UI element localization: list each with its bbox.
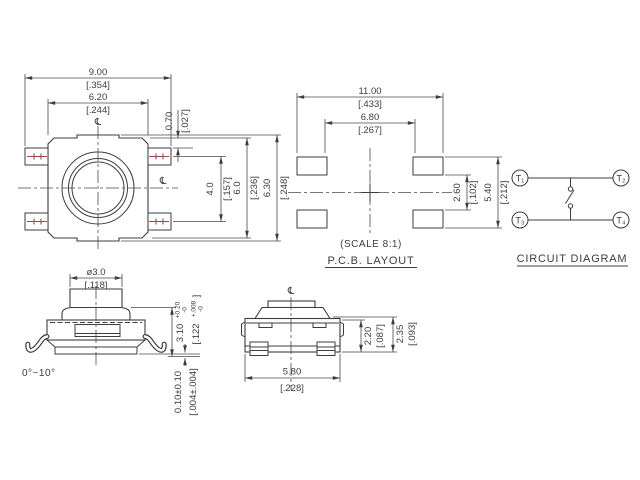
front-button-top bbox=[267, 300, 316, 309]
dim-front-width-mm: 5.80 bbox=[283, 367, 302, 378]
dim-height-in-tol-minus: -0 bbox=[198, 306, 205, 312]
dim-standoff-mm: 0.10±0.10 bbox=[173, 371, 184, 413]
dim-pad-gap-in: [.102] bbox=[468, 181, 479, 205]
dim-front-body-height-in: [.087] bbox=[375, 324, 386, 348]
cover-clip-left bbox=[241, 321, 246, 338]
lead-angle-label: 0°~10° bbox=[22, 368, 56, 379]
pcb-pad-top-right bbox=[412, 156, 444, 176]
dim-pad-span-mm: 11.00 bbox=[358, 86, 381, 97]
pcb-pad-bottom-left bbox=[296, 209, 328, 229]
dim-pad-span-in: [.433] bbox=[358, 99, 382, 110]
centerline-symbol-side: ℄ bbox=[159, 176, 167, 187]
circuit-diagram-title: CIRCUIT DIAGRAM bbox=[517, 253, 628, 265]
dim-pad-outer-mm: 5.40 bbox=[483, 183, 494, 202]
circuit-terminal-t3-label: T₃ bbox=[515, 216, 524, 226]
top-view: 9.00 [.354] 6.20 [.244] ℄ ℄ bbox=[18, 67, 290, 250]
circuit-terminal-t1-label: T₁ bbox=[516, 174, 525, 184]
dim-pad-outer-in: [.212] bbox=[499, 181, 510, 205]
dim-pad-inner-in: [.267] bbox=[358, 125, 382, 136]
circuit-diagram-view: T₁ T₂ T₃ T₄ CIRCUIT DIAGRAM bbox=[511, 169, 630, 267]
dim-height-in: [.122 bbox=[191, 323, 202, 344]
terminal-contact-marks bbox=[27, 153, 169, 225]
dim-body-height-in: [.236] bbox=[249, 176, 260, 200]
front-terminal-feet bbox=[249, 341, 336, 356]
dim-body-width-in: [.244] bbox=[86, 105, 110, 116]
cover-clip-right bbox=[339, 321, 344, 338]
pcb-pad-bottom-right bbox=[412, 209, 444, 229]
pcb-pad-top-left bbox=[296, 156, 328, 176]
circuit-terminal-t4-label: T₄ bbox=[616, 216, 625, 226]
dim-standoff-in: [.004±.004] bbox=[188, 368, 199, 415]
switch-contact-symbol bbox=[565, 178, 575, 220]
dim-overall-width-in: [.354] bbox=[86, 80, 110, 91]
dim-height-in-tol-plus: +.008 bbox=[191, 300, 198, 317]
dim-height-mm: 3.10 bbox=[175, 324, 186, 343]
front-centerline-symbol: ℄ bbox=[287, 286, 295, 297]
dim-height-in-close: ] bbox=[191, 295, 202, 298]
dim-pad-inner-mm: 6.80 bbox=[361, 112, 380, 123]
dim-front-total-height-in: [.093] bbox=[407, 322, 418, 346]
gull-wing-leads bbox=[25, 334, 167, 353]
pcb-layout-view: 11.00 [.433] 6.80 [.267] 2.60 [.102] 5.4… bbox=[288, 86, 510, 268]
front-button-cap bbox=[254, 306, 331, 319]
cover-tab-right bbox=[312, 322, 327, 328]
dim-overall-height-in: [.248] bbox=[279, 176, 290, 200]
side-view: ø3.0 [.118] ℄ 3.10 +0.20 -0 [.122 +.008 bbox=[22, 267, 205, 416]
front-view: ℄ 2.20 [.087] 2.35 [.093] bbox=[241, 286, 418, 394]
dim-front-body-height-mm: 2.20 bbox=[363, 327, 374, 346]
dim-terminal-offset-mm: 0.70 bbox=[164, 112, 175, 131]
dim-height-tol-minus: -0 bbox=[182, 307, 189, 313]
pcb-scale-note: (SCALE 8:1) bbox=[340, 239, 402, 250]
dim-front-width-in: [.228] bbox=[280, 383, 304, 394]
dim-terminal-pitch-mm: 4.0 bbox=[205, 182, 216, 195]
pcb-layout-title: P.C.B. LAYOUT bbox=[327, 255, 414, 267]
dim-body-height-mm: 6.0 bbox=[232, 181, 243, 194]
dim-overall-height-mm: 6.30 bbox=[262, 179, 273, 198]
dim-front-total-height-mm: 2.35 bbox=[395, 325, 406, 344]
dim-terminal-offset-in: [.027] bbox=[180, 109, 191, 133]
dim-terminal-pitch-in: [.157] bbox=[222, 177, 233, 201]
inner-contact-plate bbox=[74, 324, 121, 337]
dim-button-dia-in: [.118] bbox=[84, 280, 107, 291]
dim-pad-gap-mm: 2.60 bbox=[452, 183, 463, 202]
circuit-terminal-t2-label: T₂ bbox=[617, 174, 626, 184]
dim-overall-width-mm: 9.00 bbox=[89, 67, 108, 78]
cover-tab-left bbox=[258, 322, 273, 328]
dim-height-tol-plus: +0.20 bbox=[175, 301, 182, 318]
centerline-symbol-top: ℄ bbox=[94, 117, 102, 128]
dim-body-width-mm: 6.20 bbox=[89, 92, 108, 103]
dim-button-dia-mm: ø3.0 bbox=[86, 267, 105, 278]
